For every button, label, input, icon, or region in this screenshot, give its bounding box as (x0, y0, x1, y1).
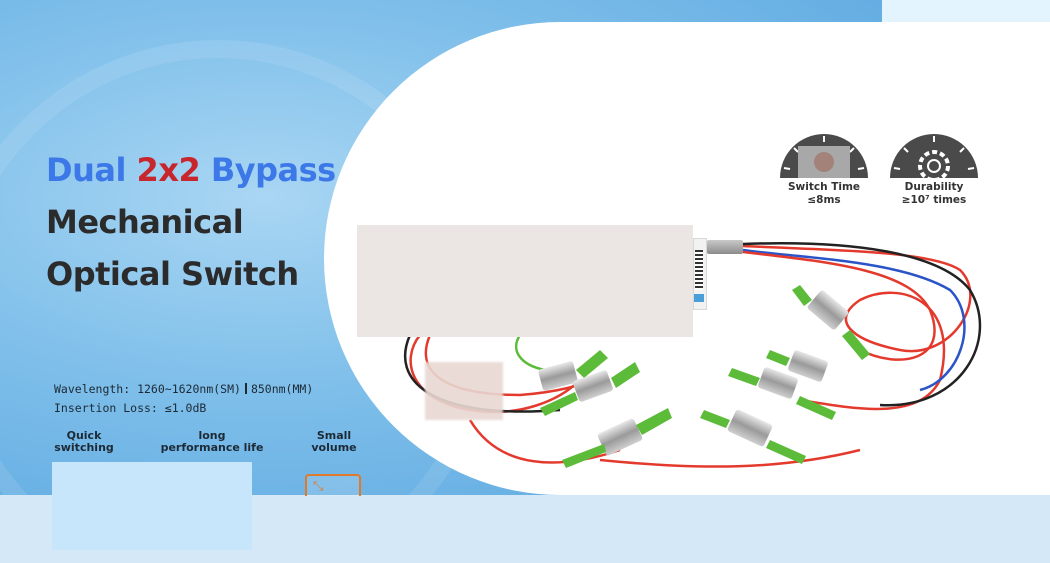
switch-body (357, 225, 693, 337)
fiber-boot (707, 240, 743, 254)
spec-insertion-loss: Insertion Loss: ≤1.0dB (54, 401, 207, 415)
title-bypass: Bypass (200, 151, 336, 189)
connector-right-3 (728, 367, 836, 420)
product-title: Dual 2x2 Bypass Mechanical Optical Switc… (46, 144, 336, 300)
bottom-left-panel (52, 462, 252, 550)
connector-left-1 (538, 350, 608, 391)
title-mechanical: Mechanical (46, 203, 244, 241)
spec-wavelength: Wavelength: 1260~1620nm(SM)850nm(MM) (54, 382, 314, 396)
separator (244, 383, 247, 394)
gauge-icon (780, 134, 868, 178)
title-2x2: 2x2 (136, 151, 201, 189)
gauge-durability: Durability ≥10⁷ times (901, 181, 967, 206)
spec-list: Wavelength: 1260~1620nm(SM)850nm(MM) Ins… (54, 380, 313, 418)
feature-small-volume: Small volume (311, 429, 357, 454)
feature-long-life: long performance life (160, 429, 264, 454)
barcode-label (695, 250, 703, 290)
title-optical-switch: Optical Switch (46, 255, 299, 293)
connector-right-2 (766, 350, 828, 382)
connector-right-4 (700, 409, 806, 464)
label-tag (694, 294, 704, 302)
connector-left-3 (562, 408, 672, 468)
blurred-region (425, 362, 503, 420)
connector-left-2 (540, 362, 640, 416)
connector-right-1 (792, 285, 870, 360)
volume-icon: ⤡ (305, 474, 361, 496)
gear-icon (890, 134, 978, 180)
title-dual: Dual (46, 151, 137, 189)
feature-quick-switching: Quick switching (54, 429, 114, 454)
gauge-switch-time: Switch Time ≤8ms (787, 181, 861, 206)
